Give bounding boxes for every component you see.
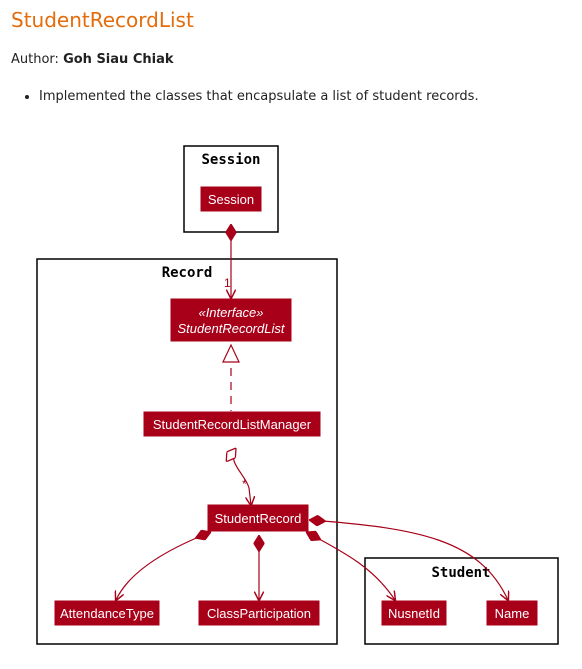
edge-record-nusnetid bbox=[306, 532, 395, 600]
package-record: Record bbox=[36, 258, 338, 645]
edge-record-name bbox=[309, 520, 508, 600]
author-label: Author: bbox=[11, 52, 59, 67]
class-student-record-list: «Interface» StudentRecordList bbox=[170, 298, 292, 342]
page-title: StudentRecordList bbox=[11, 8, 194, 32]
contribution-list: Implemented the classes that encapsulate… bbox=[11, 88, 479, 106]
interface-stereotype: «Interface» bbox=[198, 305, 263, 320]
class-nusnet-id-label: NusnetId bbox=[388, 606, 440, 621]
package-session-label: Session bbox=[201, 152, 260, 168]
class-attendance-type: AttendanceType bbox=[54, 600, 160, 626]
edge-realization bbox=[222, 343, 240, 411]
interface-name: StudentRecordList bbox=[178, 321, 286, 336]
multiplicity-one: 1 bbox=[224, 276, 231, 290]
class-class-participation: ClassParticipation bbox=[198, 600, 320, 626]
contribution-item: Implemented the classes that encapsulate… bbox=[39, 88, 479, 106]
edge-session-interface: 1 bbox=[224, 224, 231, 298]
realization-triangle bbox=[222, 343, 240, 363]
package-record-label: Record bbox=[162, 265, 213, 281]
class-attendance-type-label: AttendanceType bbox=[60, 606, 154, 621]
class-name-label: Name bbox=[495, 606, 530, 621]
class-class-participation-label: ClassParticipation bbox=[207, 606, 311, 621]
class-manager-label: StudentRecordListManager bbox=[153, 417, 312, 432]
class-session: Session bbox=[200, 186, 262, 212]
package-student-label: Student bbox=[431, 565, 490, 581]
class-name: Name bbox=[486, 600, 538, 626]
class-session-label: Session bbox=[208, 192, 254, 207]
multiplicity-many: * bbox=[242, 477, 247, 491]
edge-manager-record: * bbox=[233, 448, 251, 505]
class-student-record: StudentRecord bbox=[207, 504, 309, 532]
class-manager: StudentRecordListManager bbox=[143, 411, 321, 437]
edge-record-attendance bbox=[116, 532, 211, 600]
class-student-record-label: StudentRecord bbox=[215, 511, 302, 526]
author-name: Goh Siau Chiak bbox=[63, 52, 174, 67]
author-line: Author: Goh Siau Chiak bbox=[11, 52, 174, 67]
class-nusnet-id: NusnetId bbox=[381, 600, 447, 626]
